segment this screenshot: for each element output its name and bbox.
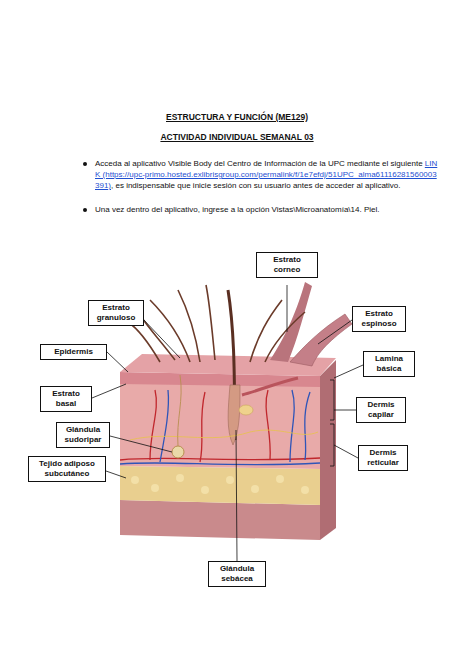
adipose-layer — [120, 466, 320, 505]
label-text: Estrato granuloso — [92, 303, 140, 323]
label-text: Estrato corneo — [260, 255, 314, 275]
label-text: Tejido adiposo subcutáneo — [32, 459, 102, 479]
label-box: Epidermis — [40, 344, 107, 360]
peeled-flap — [270, 282, 312, 362]
label-box: Lamina básica — [363, 351, 415, 377]
page-title: ESTRUCTURA Y FUNCIÓN (ME129) — [0, 112, 474, 122]
side-face — [320, 360, 336, 540]
label-text: Estrato basal — [44, 389, 88, 409]
label-text: Lamina básica — [367, 354, 411, 374]
fat-cells — [131, 474, 309, 494]
bullet-dot — [83, 208, 87, 212]
nerves — [130, 430, 318, 440]
instruction-item: Acceda al aplicativo Visible Body del Ce… — [95, 158, 440, 191]
instruction-item: Una vez dentro del aplicativo, ingrese a… — [95, 204, 440, 215]
label-box: Estrato espinoso — [352, 306, 406, 332]
label-box: Estrato corneo — [256, 252, 318, 278]
deep-layer — [120, 500, 320, 540]
label-box: Tejido adiposo subcutáneo — [28, 456, 106, 482]
label-text: Dermis capilar — [360, 400, 402, 420]
dermis-layer — [120, 383, 320, 469]
bullet-dot — [83, 162, 87, 166]
hair-strands — [128, 285, 305, 362]
label-text: Estrato espinoso — [356, 309, 402, 329]
label-box: Glándula sudoripar — [56, 422, 110, 448]
leader-lines — [92, 285, 363, 561]
instruction-text: , es indispensable que inicie sesión con… — [111, 181, 401, 190]
arrector-muscle — [242, 378, 298, 395]
instruction-text: Acceda al aplicativo Visible Body del Ce… — [95, 159, 423, 168]
instruction-text: Una vez dentro del aplicativo, ingrese a… — [95, 205, 379, 214]
page-subtitle: ACTIVIDAD INDIVIDUAL SEMANAL 03 — [0, 132, 474, 142]
label-text: Dermis reticular — [362, 448, 404, 468]
label-box: Estrato granuloso — [88, 300, 144, 326]
label-box: Dermis capilar — [356, 397, 406, 423]
sweat-gland — [172, 446, 184, 458]
sebaceous-gland — [239, 405, 253, 415]
blood-vessels — [120, 390, 320, 465]
label-box: Dermis reticular — [358, 445, 408, 471]
label-text: Glándula sebácea — [212, 564, 262, 584]
label-box: Glándula sebácea — [208, 561, 266, 587]
label-box: Estrato basal — [40, 386, 92, 412]
label-text: Glándula sudoripar — [60, 425, 106, 445]
sweat-duct — [178, 375, 181, 446]
label-text: Epidermis — [44, 347, 103, 357]
layer-brackets — [330, 380, 334, 466]
